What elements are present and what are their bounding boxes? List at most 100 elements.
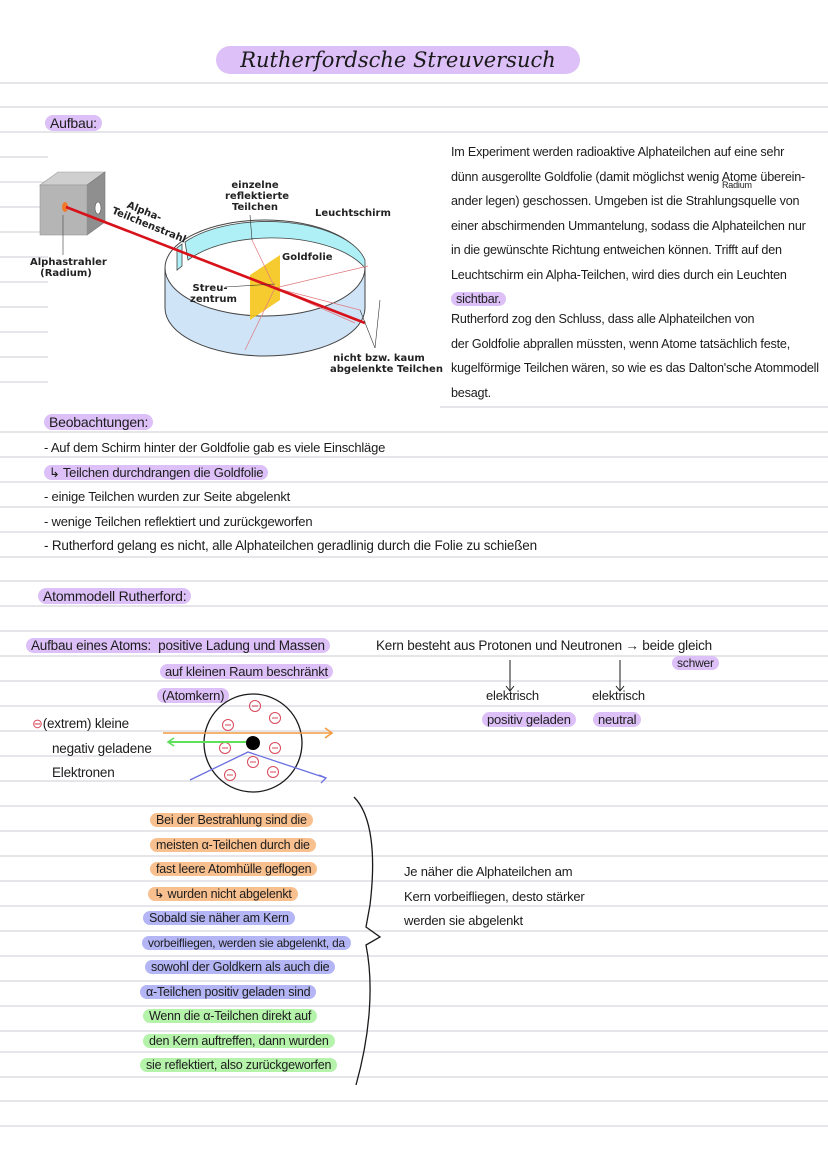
- ruled-line: [0, 156, 48, 158]
- heading-text: Aufbau:: [45, 115, 102, 131]
- explanation-line: vorbeifliegen, werden sie abgelenkt, da: [140, 933, 351, 958]
- section-heading-atommodell: Atommodell Rutherford:: [38, 587, 192, 605]
- ruled-line: [0, 506, 828, 508]
- explanation-line: ↳ wurden nicht abgelenkt: [140, 884, 351, 909]
- label-leuchtschirm: Leuchtschirm: [315, 208, 391, 219]
- ruled-line: [0, 556, 828, 558]
- ruled-line: [0, 281, 48, 283]
- paragraph-line: Leuchtschirm ein Alpha-Teilchen, wird di…: [451, 267, 787, 282]
- ruled-line: [0, 181, 48, 183]
- explanation-line: meisten α-Teilchen durch die: [140, 835, 351, 860]
- label-alphastrahler: Alphastrahler (Radium): [30, 257, 107, 279]
- observations-list: - Auf dem Schirm hinter der Goldfolie ga…: [44, 436, 537, 559]
- ruled-line: [0, 780, 828, 782]
- ruled-line: [0, 855, 828, 857]
- summary-line: Kern vorbeifliegen, desto stärker: [404, 888, 585, 904]
- atomkern-label: (Atomkern): [157, 688, 230, 703]
- heading-text: Beobachtungen:: [44, 414, 154, 430]
- paragraph-line: in die gewünschte Richtung entweichen kö…: [451, 243, 782, 257]
- ruled-line: [440, 406, 828, 408]
- ruled-line: [0, 131, 828, 133]
- explanation-line: sie reflektiert, also zurückgeworfen: [140, 1055, 351, 1080]
- ruled-line: [0, 755, 828, 757]
- protonen-label-1: elektrisch: [486, 688, 539, 703]
- paragraph-line: besagt.: [451, 385, 491, 400]
- label-reflected-particles: einzelne reflektierte Teilchen: [225, 180, 290, 213]
- curly-brace: [353, 796, 382, 1086]
- ruled-line: [0, 655, 828, 657]
- ruled-line: [0, 905, 828, 907]
- neutronen-label-2: neutral: [593, 712, 642, 727]
- label-goldfolie: Goldfolie: [282, 252, 333, 263]
- ruled-line: [0, 106, 828, 108]
- atom-structure-label: Aufbau eines Atoms: positive Ladung und …: [26, 638, 330, 653]
- ruled-line: [0, 980, 828, 982]
- atom-structure-line2: auf kleinen Raum beschränkt: [160, 664, 333, 679]
- paragraph-line: einer abschirmenden Ummantelung, sodass …: [451, 218, 806, 233]
- ruled-line: [0, 231, 48, 233]
- observation-item: ↳ Teilchen durchdrangen die Goldfolie: [44, 461, 537, 486]
- ruled-line: [0, 605, 828, 607]
- explanation-line: α-Teilchen positiv geladen sind: [140, 982, 351, 1007]
- paragraph-line: ander legen) geschossen. Umgeben ist die…: [451, 194, 800, 208]
- ruled-line: [0, 206, 48, 208]
- paragraph-line: Im Experiment werden radioaktive Alphate…: [451, 145, 785, 159]
- ruled-line: [0, 680, 828, 682]
- ruled-line: [0, 306, 48, 308]
- neutronen-label-1: elektrisch: [592, 688, 645, 703]
- section-heading-aufbau: Aufbau:: [45, 114, 102, 132]
- ruled-line: [0, 331, 48, 333]
- ruled-line: [0, 930, 828, 932]
- observation-item: - einige Teilchen wurden zur Seite abgel…: [44, 489, 291, 504]
- observation-item: - Rutherford gelang es nicht, alle Alpha…: [44, 538, 537, 553]
- ruled-line: [0, 955, 828, 957]
- ruled-line: [0, 381, 48, 383]
- summary-note: Je näher die Alphateilchen am Kern vorbe…: [404, 860, 585, 934]
- ruled-line: [0, 431, 828, 433]
- label-undeflected: nicht bzw. kaum abgelenkte Teilchen: [330, 353, 443, 375]
- explanation-line: Sobald sie näher am Kern: [140, 908, 351, 933]
- ruled-line: [0, 1076, 828, 1078]
- ruled-line: [0, 356, 48, 358]
- paragraph-line: sichtbar.: [451, 287, 821, 307]
- ruled-line: [0, 630, 828, 632]
- observation-item: - wenige Teilchen reflektiert und zurück…: [44, 513, 313, 529]
- paragraph-line: kugelförmige Teilchen wären, so wie es d…: [451, 361, 819, 375]
- ruled-line: [0, 82, 828, 84]
- ruled-line: [0, 1100, 828, 1102]
- explanation-line: den Kern auftreffen, dann wurden: [140, 1031, 351, 1056]
- ruled-line: [0, 730, 828, 732]
- explanation-line: sowohl der Goldkern als auch die: [140, 957, 351, 982]
- summary-line: werden sie abgelenkt: [404, 913, 523, 928]
- electron-icon: ⊖: [32, 716, 43, 731]
- kern-arrows: [505, 660, 625, 692]
- experiment-illustration: [39, 171, 381, 357]
- atom-model-diagram: [163, 693, 334, 793]
- ruled-line: [0, 456, 828, 458]
- ruled-line: [0, 1005, 828, 1007]
- ruled-line: [0, 531, 828, 533]
- kern-description: Kern besteht aus Protonen und Neutronen …: [376, 638, 712, 653]
- ruled-line: [0, 256, 48, 258]
- explanation-list: Bei der Bestrahlung sind die meisten α-T…: [140, 810, 351, 1080]
- explanation-line: fast leere Atomhülle geflogen: [140, 859, 351, 884]
- heading-text: Atommodell Rutherford:: [38, 588, 192, 604]
- kern-schwer: schwer: [672, 656, 719, 670]
- explanation-line: Wenn die α-Teilchen direkt auf: [140, 1006, 351, 1031]
- summary-line: Je näher die Alphateilchen am: [404, 864, 573, 879]
- annotation-radium: Radium: [722, 180, 752, 190]
- paragraph-line: der Goldfolie abprallen müssten, wenn At…: [451, 336, 791, 351]
- page-title: Rutherfordsche Streuversuch: [216, 46, 580, 74]
- paragraph-line: Rutherford zog den Schluss, dass alle Al…: [451, 312, 755, 326]
- rutherford-experiment-diagram: Alphastrahler (Radium) Alpha- Teilchenst…: [30, 160, 443, 390]
- ruled-line: [0, 1030, 828, 1032]
- protonen-label-2: positiv geladen: [482, 712, 576, 727]
- ruled-line: [0, 1125, 828, 1127]
- ruled-line: [0, 830, 828, 832]
- electron-note: ⊖(extrem) kleine negativ geladene Elektr…: [32, 716, 152, 780]
- ruled-line: [0, 705, 828, 707]
- explanation-line: Bei der Bestrahlung sind die: [140, 810, 351, 835]
- section-heading-beobachtungen: Beobachtungen:: [44, 413, 154, 431]
- ruled-line: [0, 580, 828, 582]
- ruled-line: [0, 880, 828, 882]
